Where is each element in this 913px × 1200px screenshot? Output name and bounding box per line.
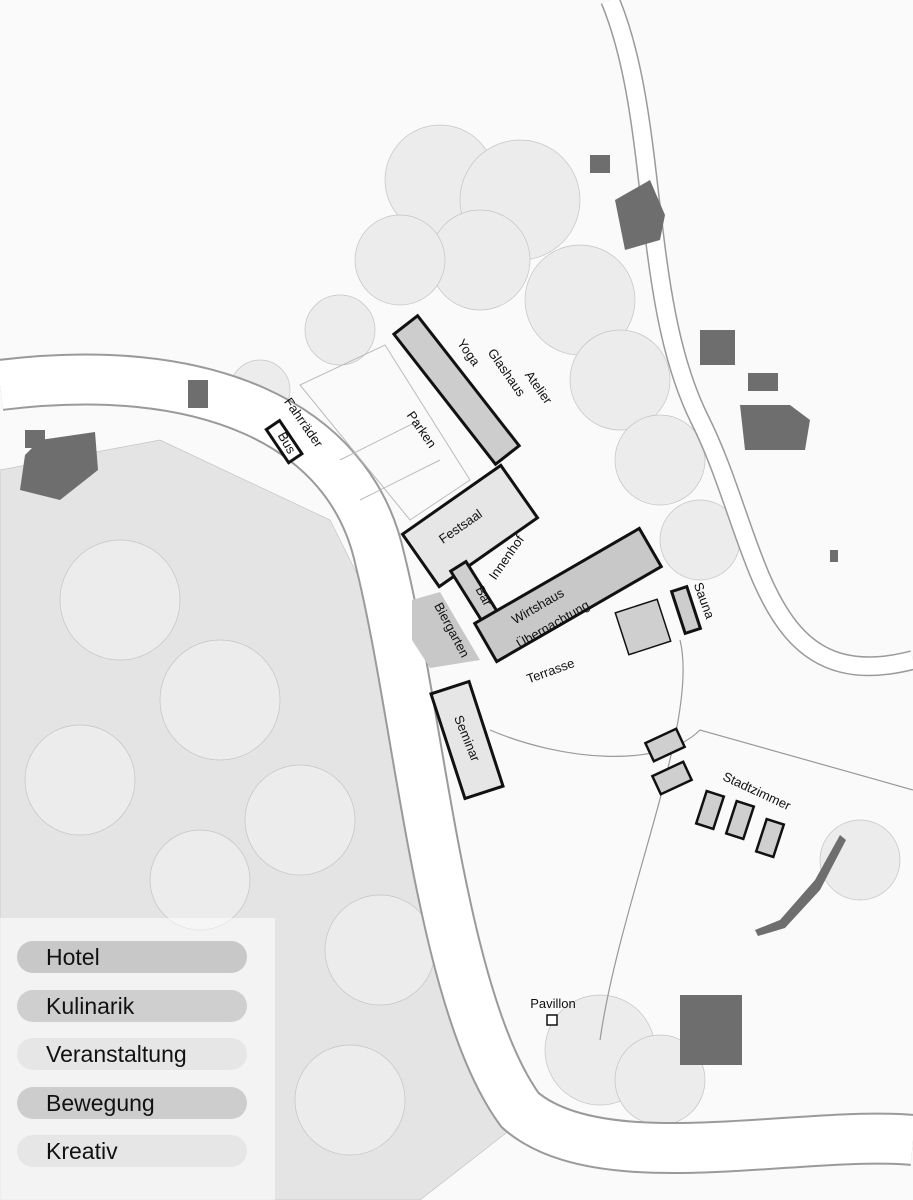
legend-item-kreativ: Kreativ (17, 1135, 247, 1167)
pool (614, 598, 672, 656)
neighbouring-buildings (20, 155, 846, 1065)
building-yoga-glashaus-atelier (391, 313, 522, 467)
label-glashaus: Glashaus (485, 346, 529, 400)
building-stadtzimmer (643, 727, 687, 763)
building-bus (264, 418, 305, 465)
building-sauna (669, 584, 703, 636)
building-seminar (429, 679, 505, 801)
label-terrasse: Terrasse (524, 655, 576, 686)
building-stadtzimmer (754, 817, 786, 859)
legend: Hotel Kulinarik Veranstaltung Bewegung K… (0, 918, 275, 1200)
building-festsaal (400, 463, 540, 589)
biergarten-area (412, 592, 480, 668)
legend-item-veranstaltung: Veranstaltung (17, 1038, 247, 1070)
building-pavillon (546, 1014, 558, 1026)
parking-area (299, 344, 471, 521)
label-parken: Parken (404, 408, 440, 450)
building-stadtzimmer (650, 760, 694, 796)
label-stadtzimmer: Stadtzimmer (721, 769, 794, 814)
building-wirtshaus-uebernachtung (472, 526, 664, 664)
building-stadtzimmer (724, 799, 756, 841)
legend-item-hotel: Hotel (17, 941, 247, 973)
site-buildings (264, 313, 786, 1026)
legend-item-bewegung: Bewegung (17, 1087, 247, 1119)
legend-item-kulinarik: Kulinarik (17, 990, 247, 1022)
building-stadtzimmer (694, 789, 726, 831)
label-yoga: Yoga (454, 336, 483, 369)
label-pavillon: Pavillon (530, 996, 576, 1011)
roads (0, 0, 913, 1175)
